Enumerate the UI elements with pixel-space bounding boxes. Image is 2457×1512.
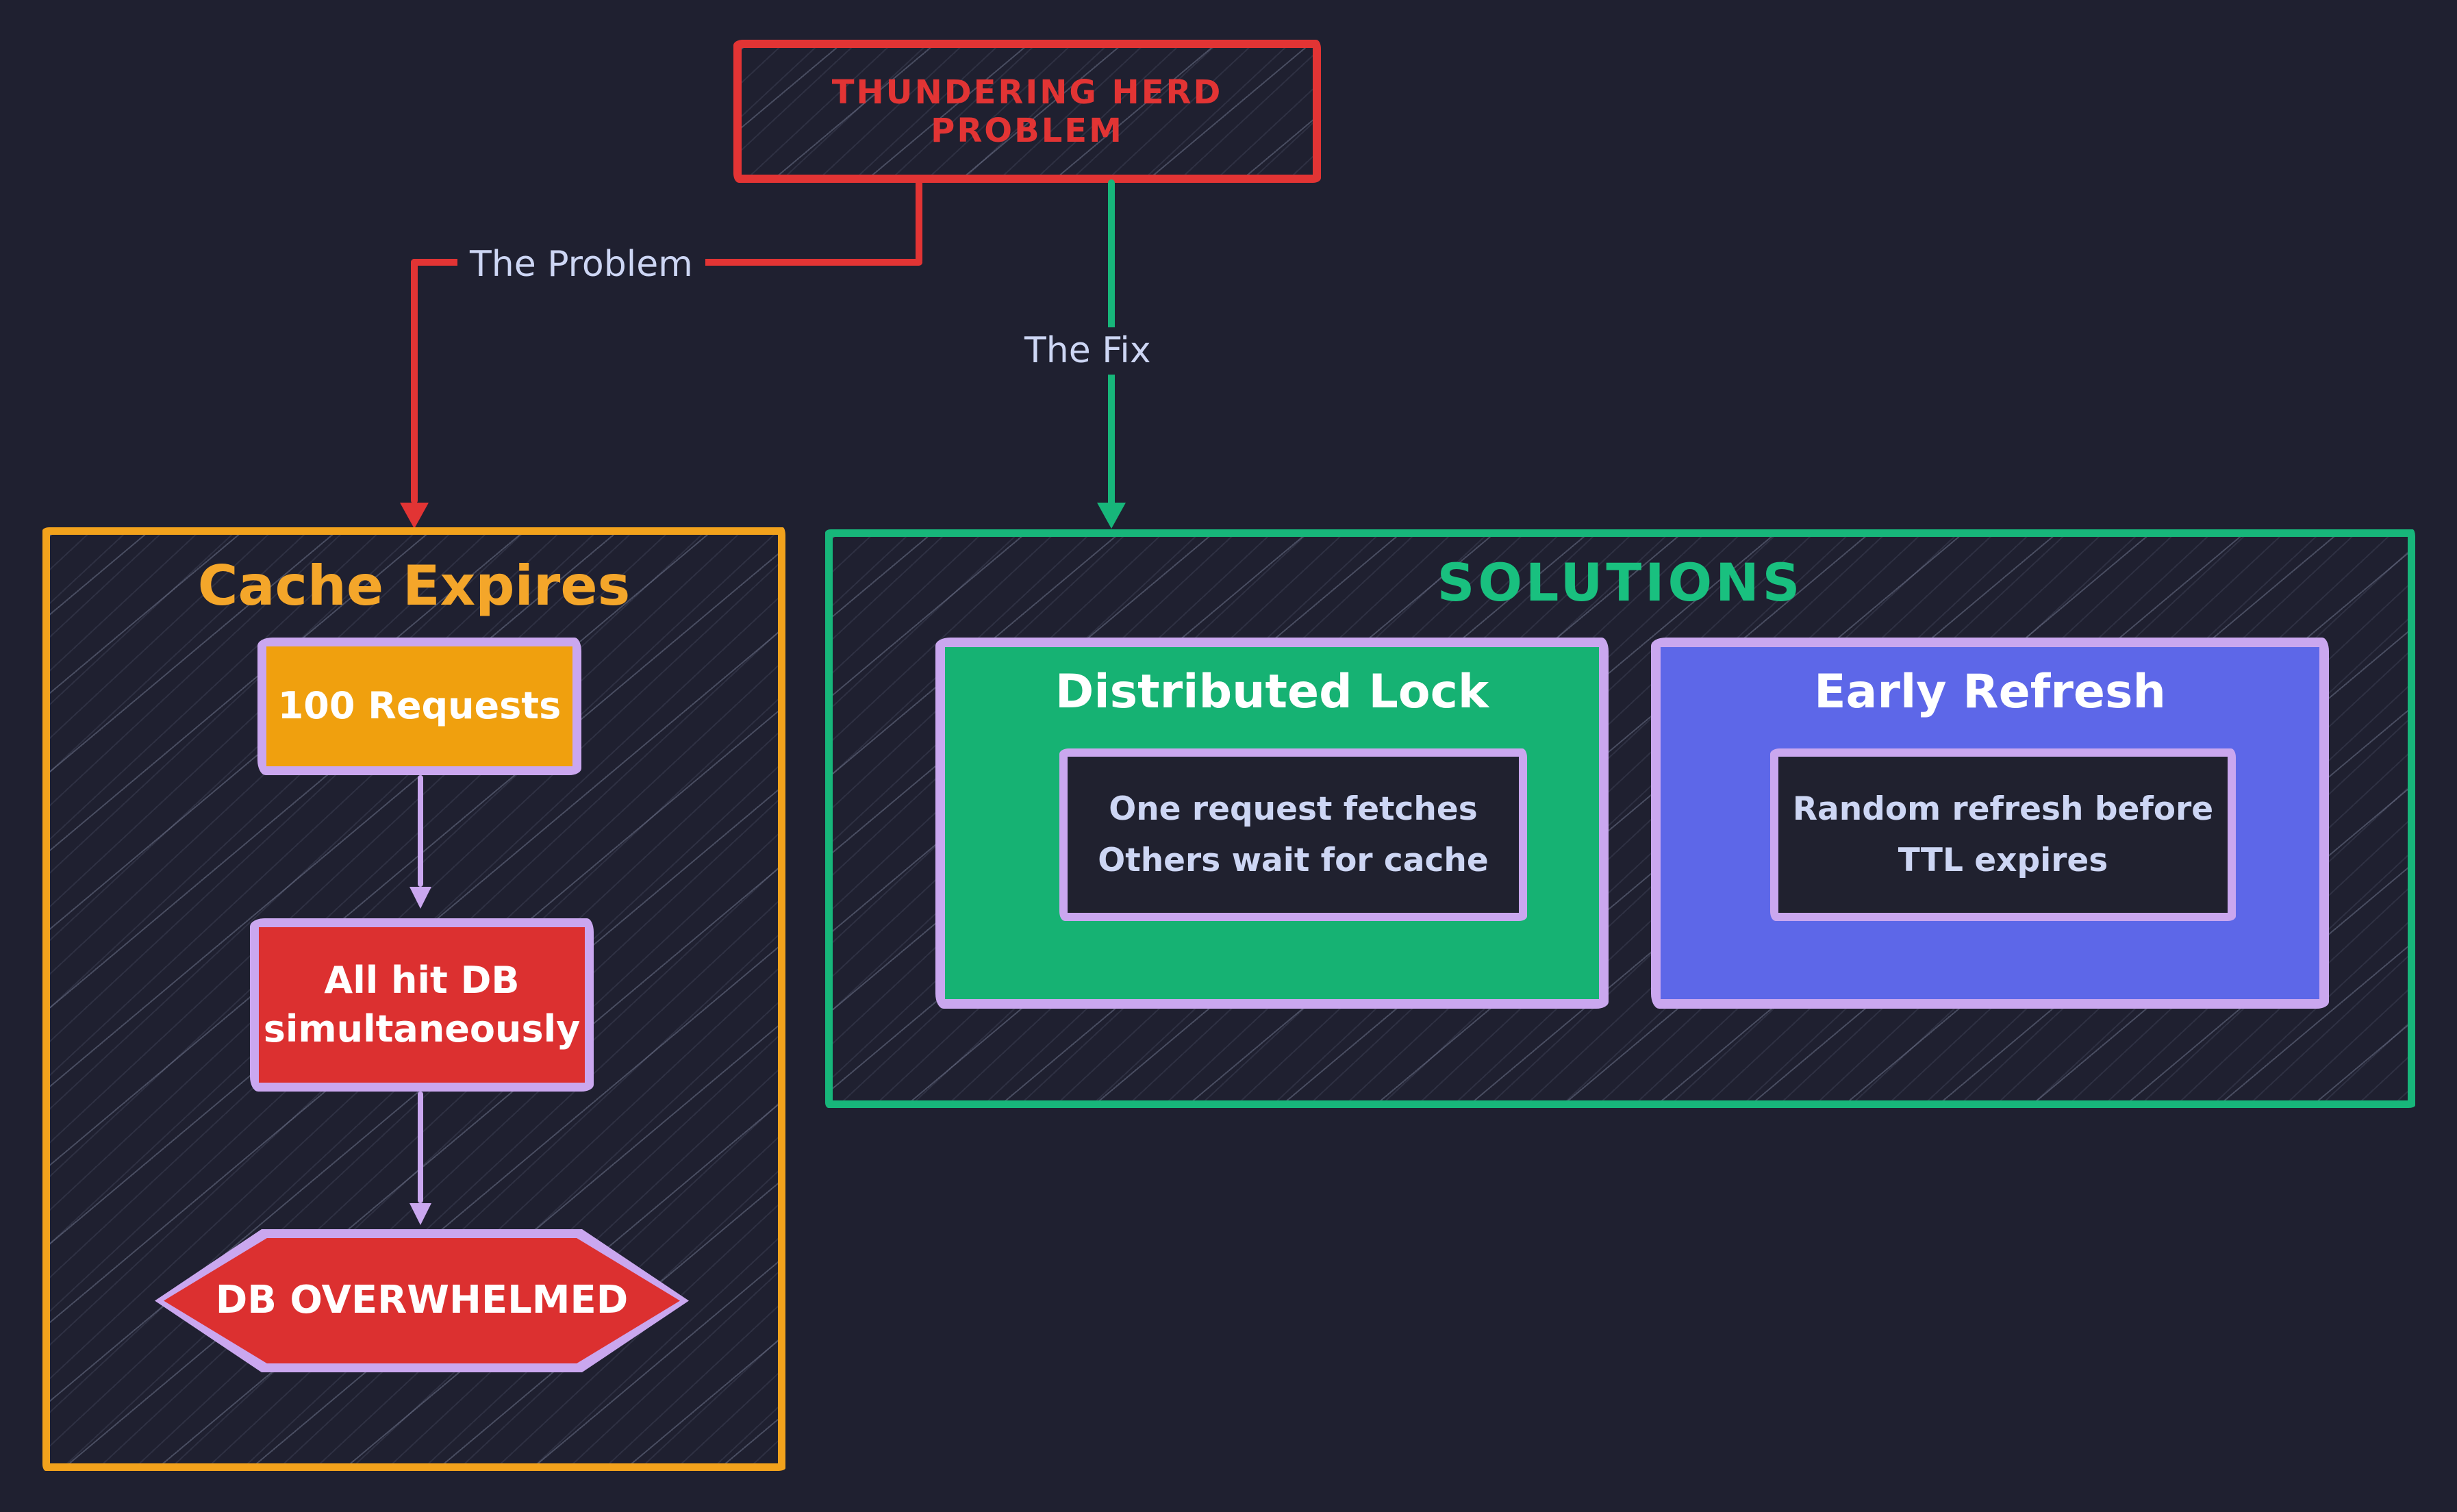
thundering-herd-title: THUNDERING HERD PROBLEM	[831, 73, 1223, 150]
requests-node-label: 100 Requests	[277, 684, 562, 728]
db-overwhelmed-label: DB OVERWHELMED	[215, 1278, 629, 1323]
distributed-lock-card: Distributed Lock One request fetches Oth…	[935, 638, 1609, 1009]
db-overwhelmed-node: DB OVERWHELMED	[155, 1229, 689, 1372]
solutions-container: SOLUTIONS Distributed Lock One request f…	[825, 529, 2415, 1108]
early-refresh-desc: Random refresh before TTL expires	[1792, 790, 2214, 879]
distributed-lock-title: Distributed Lock	[1055, 665, 1489, 719]
problem-edge-label: The Problem	[457, 241, 705, 288]
early-refresh-card: Early Refresh Random refresh before TTL …	[1651, 638, 2329, 1009]
hit-db-node: All hit DB simultaneously	[250, 918, 594, 1092]
flow-arrow-2-line	[418, 1092, 423, 1203]
db-overwhelmed-label-wrap: DB OVERWHELMED	[155, 1229, 689, 1372]
fix-arrowhead-icon	[1097, 503, 1126, 529]
fix-edge-label: The Fix	[1012, 327, 1163, 375]
hit-db-node-label: All hit DB simultaneously	[263, 959, 581, 1050]
thundering-herd-title-box: THUNDERING HERD PROBLEM	[733, 40, 1321, 183]
distributed-lock-desc: One request fetches Others wait for cach…	[1098, 790, 1489, 879]
early-refresh-title: Early Refresh	[1814, 665, 2166, 719]
problem-arrowhead-icon	[400, 503, 429, 529]
solutions-title: SOLUTIONS	[1437, 552, 1804, 613]
distributed-lock-desc-box: One request fetches Others wait for cach…	[1059, 748, 1527, 921]
flow-arrow-1-line	[418, 775, 423, 887]
problem-edge-segment-vertical-top	[916, 179, 922, 264]
early-refresh-desc-box: Random refresh before TTL expires	[1770, 748, 2236, 921]
db-overwhelmed-fill	[164, 1238, 680, 1363]
requests-node: 100 Requests	[257, 638, 581, 775]
flow-arrow-2-head-icon	[410, 1203, 431, 1225]
flow-arrow-1-head-icon	[410, 887, 431, 909]
problem-edge-segment-vertical-bottom	[411, 259, 418, 504]
cache-expires-title: Cache Expires	[197, 554, 631, 618]
cache-expires-container: Cache Expires 100 Requests All hit DB si…	[42, 527, 785, 1471]
